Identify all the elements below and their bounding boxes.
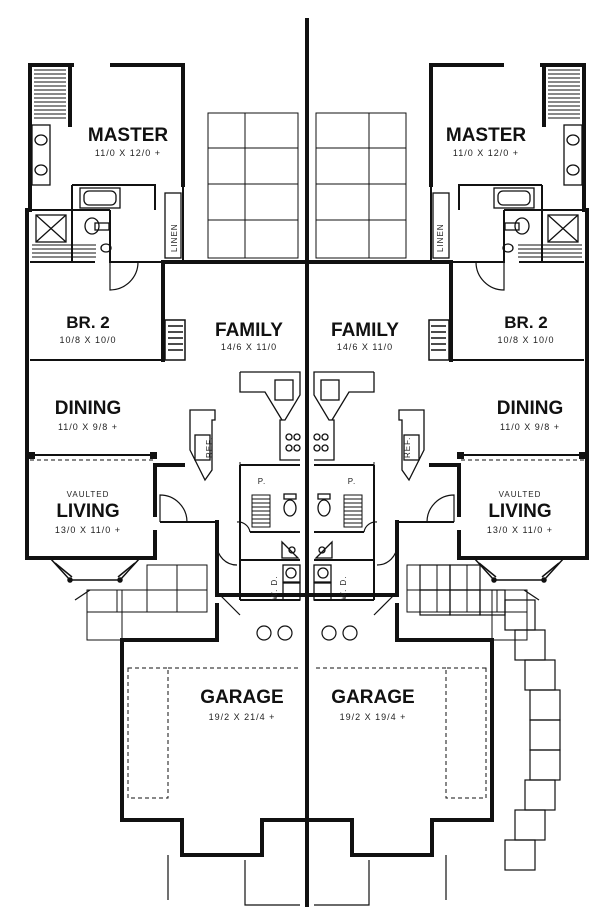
left-living-dims: 13/0 X 11/0 + <box>55 525 121 535</box>
right-family-name: FAMILY <box>331 320 399 341</box>
right-labels: MASTER 11/0 X 12/0 + BR. 2 10/8 X 10/0 F… <box>331 125 563 722</box>
left-master-name: MASTER <box>88 125 169 146</box>
right-master-dims: 11/0 X 12/0 + <box>453 148 519 158</box>
left-pantry-label: P. <box>258 477 267 486</box>
unit-left <box>25 18 309 907</box>
left-dining-name: DINING <box>55 398 122 419</box>
unit-left-drawing <box>25 18 309 907</box>
right-living-name: LIVING <box>488 501 551 522</box>
right-linen-label: LINEN <box>436 223 445 252</box>
right-garage-steps <box>419 564 561 871</box>
right-br2-dims: 10/8 X 10/0 <box>497 335 554 345</box>
left-ref-label: REF. <box>205 437 214 458</box>
right-dining-dims: 11/0 X 9/8 + <box>500 422 560 432</box>
right-pantry-label: P. <box>348 477 357 486</box>
right-master-name: MASTER <box>446 125 527 146</box>
left-br2-dims: 10/8 X 10/0 <box>59 335 116 345</box>
left-wd-label: W. D. <box>270 575 279 600</box>
right-wd-label: W. D. <box>339 575 348 600</box>
left-dining-dims: 11/0 X 9/8 + <box>58 422 118 432</box>
left-family-dims: 14/6 X 11/0 <box>221 342 277 352</box>
right-br2-name: BR. 2 <box>504 313 547 332</box>
left-garage-dims: 19/2 X 21/4 + <box>209 712 276 722</box>
right-garage-name: GARAGE <box>331 687 414 708</box>
left-living-name: LIVING <box>56 501 119 522</box>
right-living-prefix: VAULTED <box>499 490 542 499</box>
left-garage-name: GARAGE <box>200 687 283 708</box>
left-master-dims: 11/0 X 12/0 + <box>95 148 161 158</box>
left-linen-label: LINEN <box>170 223 179 252</box>
right-dining-name: DINING <box>497 398 564 419</box>
right-garage-dims: 19/2 X 19/4 + <box>340 712 407 722</box>
right-living-dims: 13/0 X 11/0 + <box>487 525 553 535</box>
unit-right-drawing <box>305 18 589 907</box>
unit-right <box>305 18 589 907</box>
left-labels: MASTER 11/0 X 12/0 + BR. 2 10/8 X 10/0 F… <box>55 125 284 722</box>
left-family-name: FAMILY <box>215 320 283 341</box>
left-br2-name: BR. 2 <box>66 313 109 332</box>
right-ref-label: REF. <box>403 437 412 458</box>
left-living-prefix: VAULTED <box>67 490 110 499</box>
right-family-dims: 14/6 X 11/0 <box>337 342 393 352</box>
